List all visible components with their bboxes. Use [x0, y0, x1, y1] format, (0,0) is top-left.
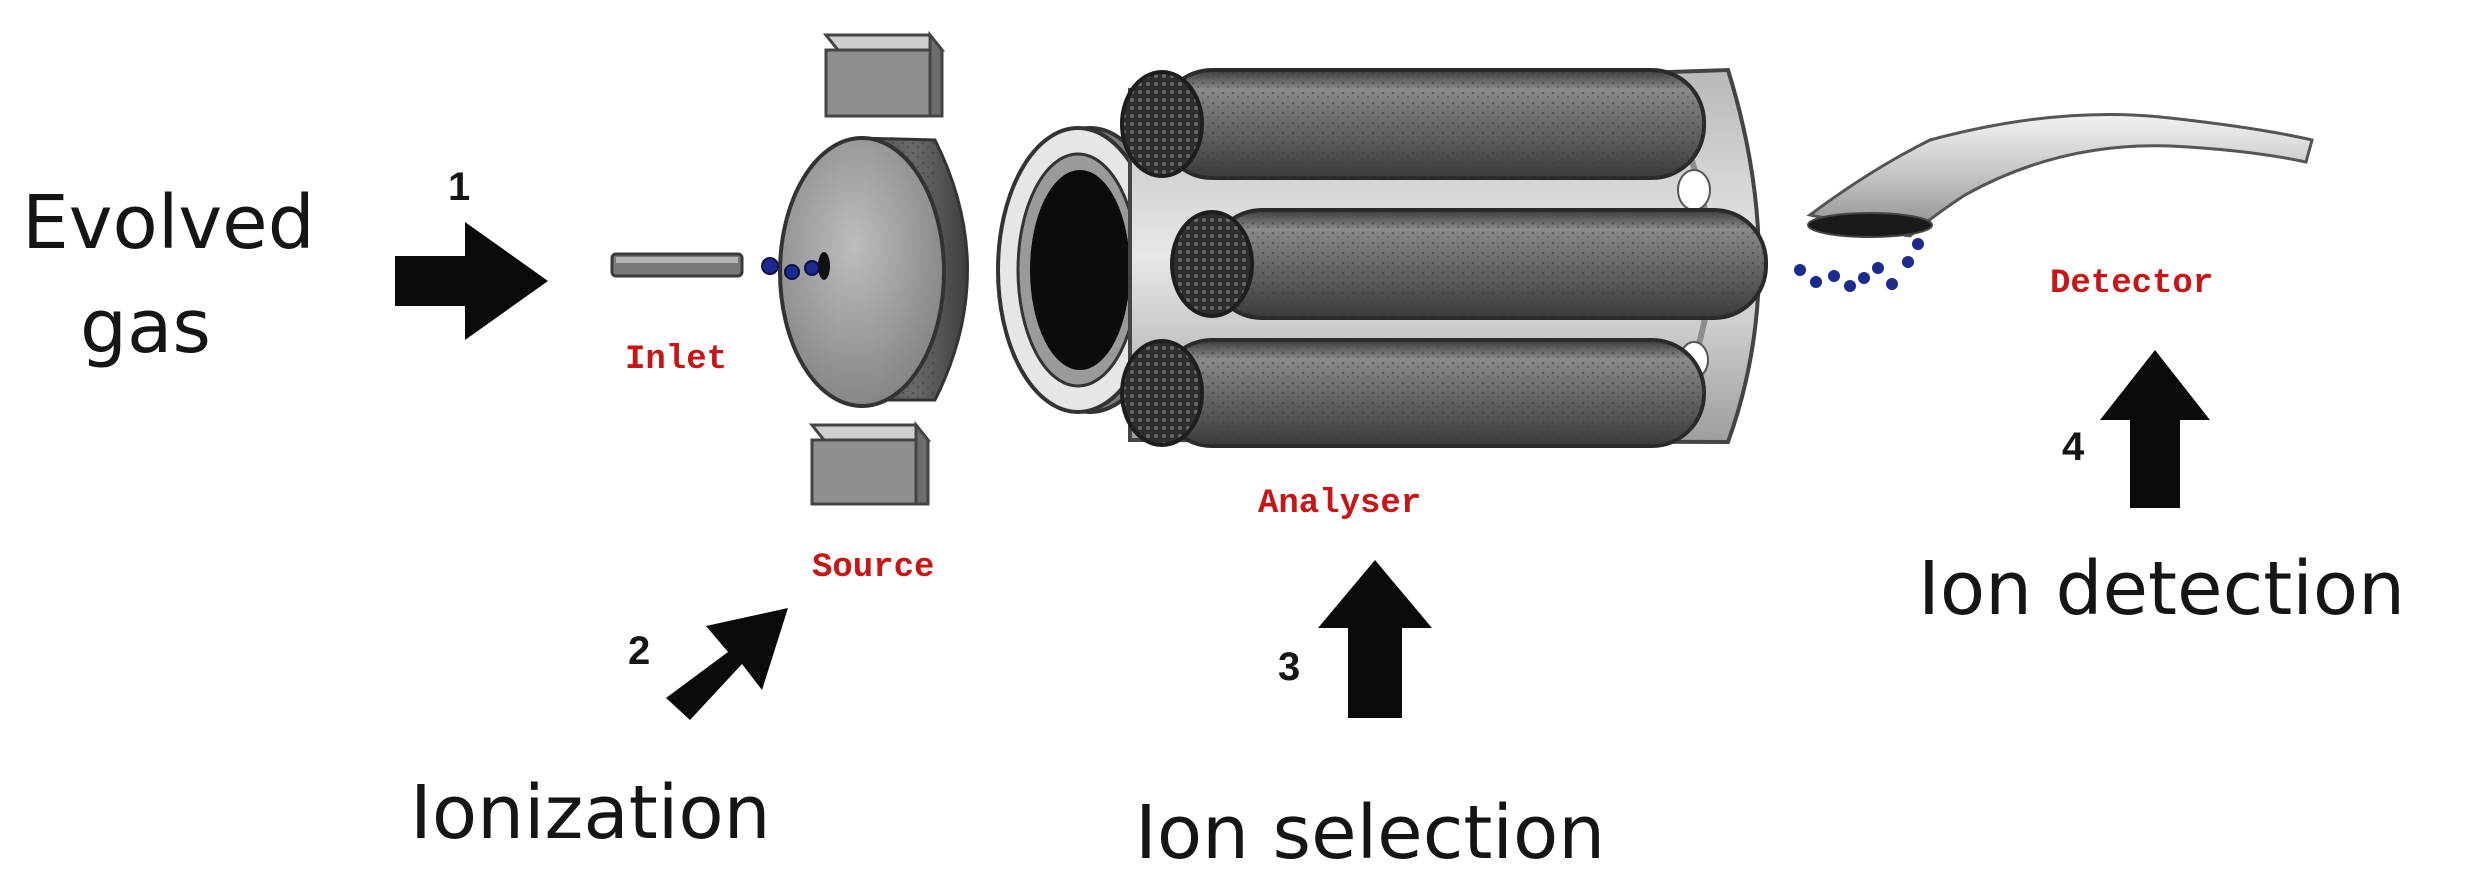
label-source: Source	[812, 549, 934, 587]
arrow-step-2	[666, 608, 788, 720]
step-3-label: Ion selection	[1135, 790, 1605, 876]
step-1-label-line1: Evolved	[22, 180, 315, 266]
detector-horn	[1806, 113, 2314, 238]
label-analyser: Analyser	[1258, 485, 1421, 523]
label-inlet: Inlet	[625, 341, 727, 379]
step-1-label-line2: gas	[80, 284, 211, 370]
ions-analyser-exit	[1794, 227, 1924, 292]
rod-bottom	[1120, 338, 1706, 448]
step-3-number: 3	[1278, 645, 1300, 689]
step-2-label: Ionization	[410, 770, 771, 856]
rod-middle	[1170, 208, 1768, 320]
arrow-step-1	[395, 222, 548, 340]
arrow-step-3	[1318, 560, 1432, 718]
step-4-label: Ion detection	[1918, 546, 2405, 632]
step-4-number: 4	[2062, 425, 2085, 469]
source-magnet-bottom	[808, 420, 932, 506]
quadrupole-analyser	[1120, 67, 1768, 448]
ions-inlet	[761, 257, 820, 280]
ion-source	[778, 30, 969, 506]
arrow-step-4	[2100, 350, 2210, 508]
label-detector: Detector	[2050, 265, 2213, 303]
step-1-number: 1	[448, 165, 470, 209]
rod-top	[1120, 68, 1706, 180]
step-2-number: 2	[628, 629, 650, 673]
inlet-tube	[610, 252, 744, 278]
source-magnet-top	[822, 30, 946, 118]
